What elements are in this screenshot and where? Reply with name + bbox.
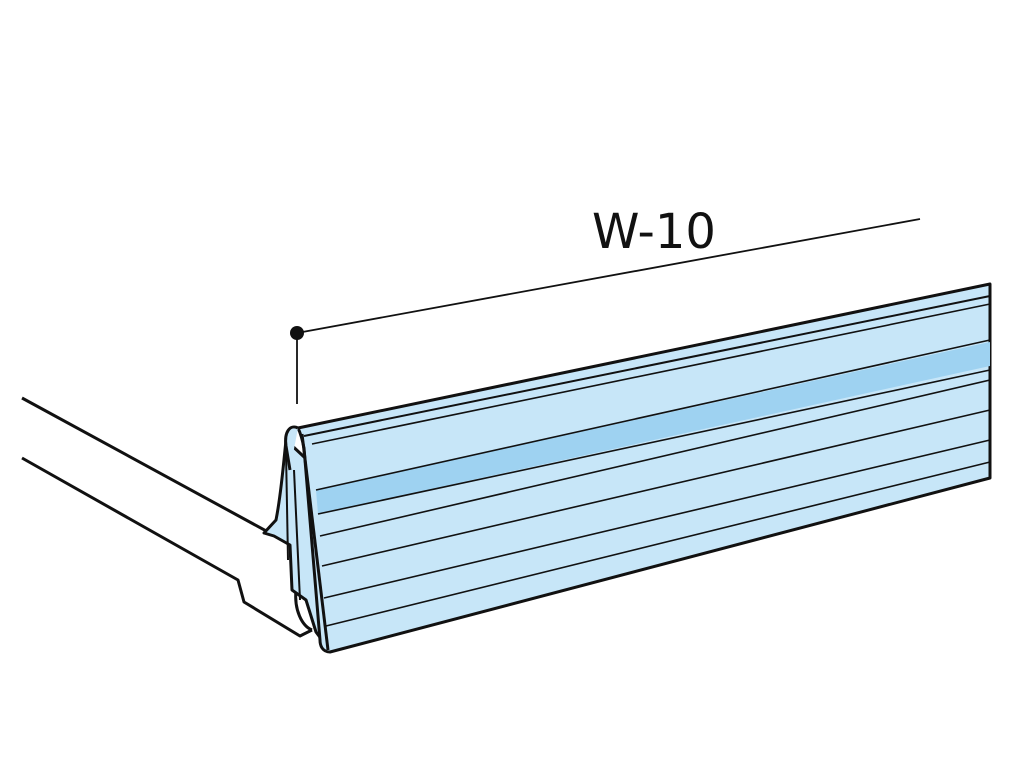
rail-line-1 [311, 303, 991, 445]
rail-top-curl [284, 425, 299, 471]
dimension-leader [296, 218, 921, 334]
clip-inner-line [285, 451, 289, 561]
rail-top-edge-inner [303, 295, 991, 437]
shelf-top-edge [21, 396, 293, 547]
label-holder-rail [284, 282, 992, 654]
rail-line-4 [319, 379, 991, 537]
rail-line-5 [321, 409, 991, 567]
dimension-line: W-10 [290, 204, 921, 404]
rail-face [296, 282, 992, 654]
shelf-body [22, 398, 305, 640]
rail-band [316, 342, 990, 514]
dimension-origin-dot [290, 326, 304, 340]
rail-line-3 [317, 369, 991, 515]
clip-inner-line-2 [293, 469, 301, 601]
shelf-bottom-edge [21, 456, 313, 638]
rail-line-7 [325, 461, 991, 627]
dimension-label: W-10 [592, 204, 716, 260]
rail-front-edge [300, 433, 330, 651]
shelf-edge [21, 396, 313, 640]
rail-line-2 [315, 339, 991, 491]
rail-line-6 [323, 439, 991, 599]
